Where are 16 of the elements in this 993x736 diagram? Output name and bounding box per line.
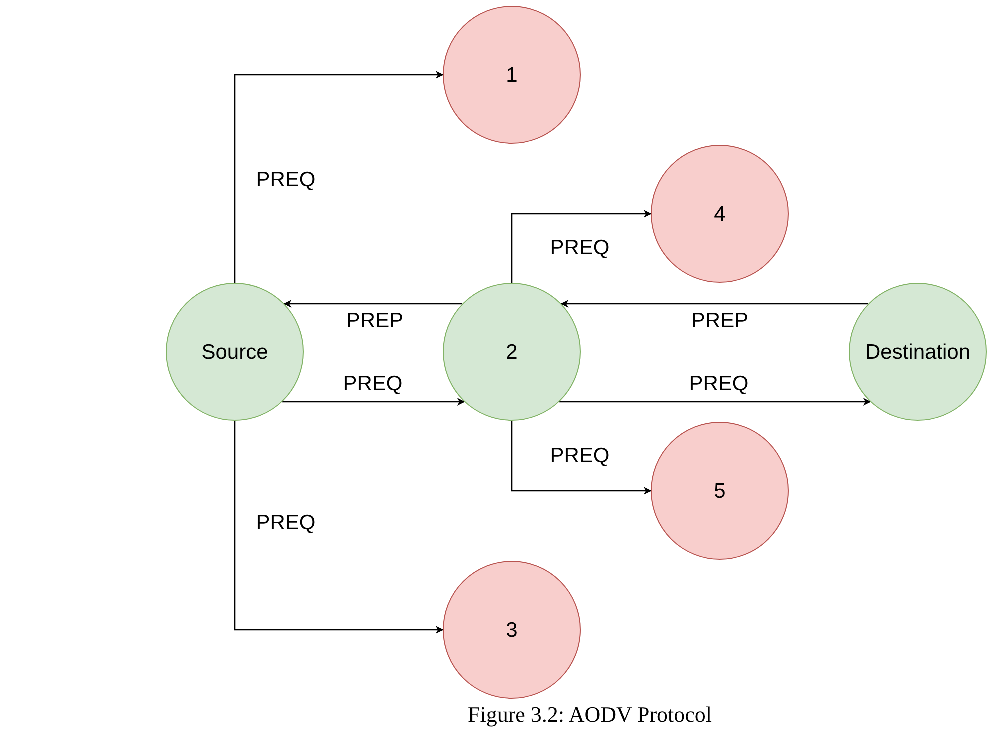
caption: Figure 3.2: AODV Protocol — [468, 704, 712, 726]
arrow — [282, 398, 466, 406]
arrow — [284, 300, 462, 308]
node-label: 4 — [714, 204, 726, 224]
arrow — [511, 210, 652, 283]
arrow — [234, 71, 444, 283]
node-label: Source — [202, 342, 268, 362]
node-label: 2 — [506, 342, 518, 362]
node-label: 5 — [714, 480, 726, 502]
node-label: 3 — [506, 620, 518, 640]
node-label: Destination — [865, 342, 971, 362]
arrow — [234, 421, 444, 634]
arrow — [511, 421, 652, 495]
node-label: 1 — [506, 64, 518, 86]
arrow — [560, 398, 872, 406]
arrow — [560, 300, 868, 308]
